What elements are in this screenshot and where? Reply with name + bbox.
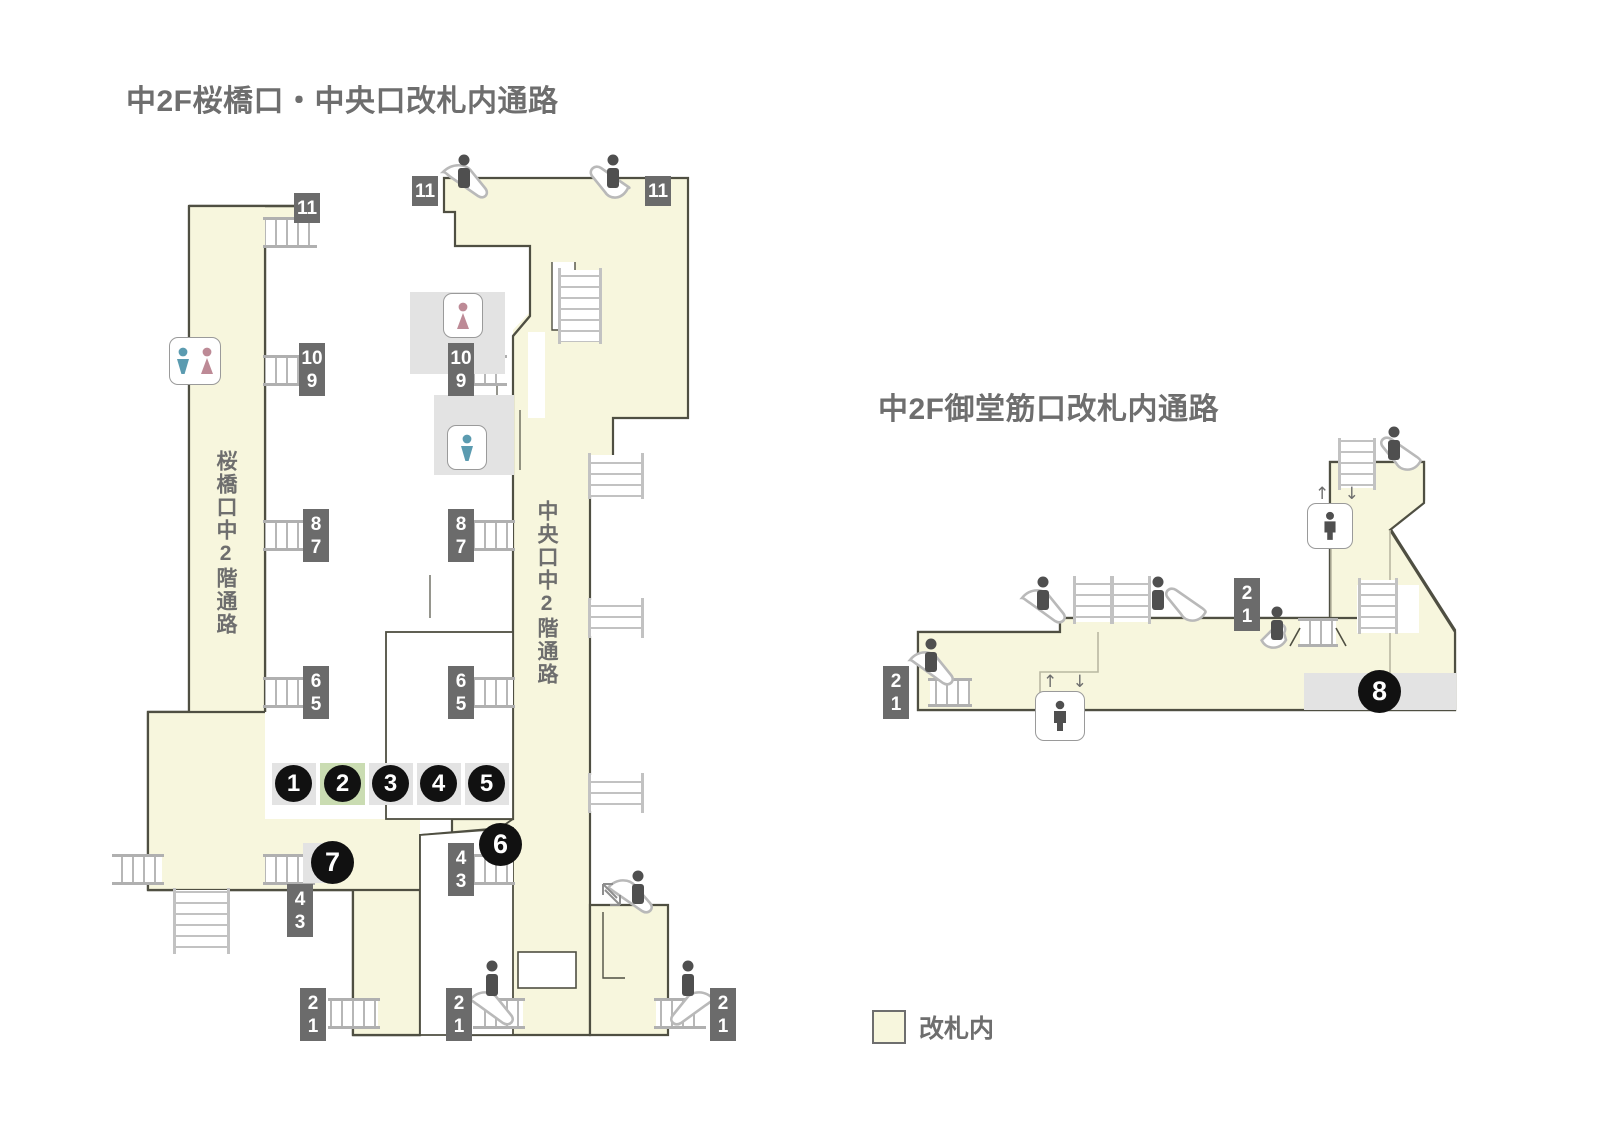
restroom-male-figure-icon [461, 434, 473, 461]
legend-swatch-inside-gates [872, 1010, 906, 1044]
elevator-direction-arrows-lower: ↑ ↓ [1043, 672, 1092, 692]
escalator-icon [439, 154, 489, 199]
platform-badge-7-center[interactable]: 7 [448, 532, 474, 562]
escalator-group-right [907, 426, 1422, 686]
restroom-female-figure-icon [201, 347, 213, 374]
elevator-direction-arrows-upper: ↑ ↓ [1315, 484, 1364, 504]
poi-marker-2[interactable]: 2 [324, 765, 361, 802]
platform-badge-3-center[interactable]: 3 [448, 866, 474, 896]
restroom-male-figure-icon [177, 347, 189, 374]
platform-badge-3-left[interactable]: 3 [287, 907, 313, 937]
poi-marker-8[interactable]: 8 [1358, 670, 1401, 713]
escalator-icon [907, 638, 954, 686]
platform-badge-5-left[interactable]: 5 [303, 689, 329, 719]
platform-badge-1-left[interactable]: 1 [300, 1011, 326, 1041]
platform-badge-9-left[interactable]: 9 [299, 366, 325, 396]
left-section-title: 中2F桜橋口・中央口改札内通路 [126, 85, 559, 118]
escalator-icon [1019, 576, 1066, 624]
platform-badge-11-c-left[interactable]: 11 [412, 176, 438, 206]
escalator-icon [602, 870, 653, 914]
platform-badge-1-center-right[interactable]: 1 [710, 1011, 736, 1041]
elevator-person-icon [1054, 700, 1066, 731]
platform-badge-11-c-right[interactable]: 11 [645, 176, 671, 206]
poi-marker-7[interactable]: 7 [311, 841, 354, 884]
escalator-icon [1380, 426, 1422, 471]
escalator-icon [467, 960, 514, 1026]
corridor-label-sakurabashi: 桜橋口中2階通路 [214, 450, 238, 636]
elevator-person-icon [1324, 511, 1336, 540]
platform-badge-5-center[interactable]: 5 [448, 689, 474, 719]
platform-badge-1-center[interactable]: 1 [446, 1011, 472, 1041]
escalator-icon [1259, 606, 1288, 649]
poi-marker-4[interactable]: 4 [420, 765, 457, 802]
restroom-female-figure-icon [457, 302, 469, 329]
platform-badge-11-left[interactable]: 11 [294, 193, 320, 223]
corridor-label-chuo: 中央口中2階通路 [535, 500, 559, 686]
poi-marker-5[interactable]: 5 [468, 765, 505, 802]
platform-badge-1-right-a[interactable]: 1 [883, 689, 909, 719]
poi-marker-1[interactable]: 1 [275, 765, 312, 802]
escalator-group-left [439, 154, 717, 1026]
poi-marker-6[interactable]: 6 [479, 823, 522, 866]
right-section-title: 中2F御堂筋口改札内通路 [878, 393, 1220, 426]
escalator-icon [670, 960, 717, 1026]
escalator-icon [1152, 576, 1207, 622]
platform-badge-9-center[interactable]: 9 [448, 366, 474, 396]
poi-marker-3[interactable]: 3 [372, 765, 409, 802]
legend: 改札内 [872, 1009, 994, 1045]
elevator-icon-lower[interactable] [1035, 691, 1085, 741]
restroom-multi-icon[interactable] [169, 337, 221, 385]
elevator-icon-upper[interactable] [1307, 503, 1353, 549]
restroom-women-icon[interactable] [443, 293, 483, 338]
escalator-icon [589, 154, 631, 199]
platform-badge-1-right-b[interactable]: 1 [1234, 601, 1260, 631]
stairs-group-right [928, 438, 1398, 707]
platform-badge-7-left[interactable]: 7 [303, 532, 329, 562]
restroom-men-icon[interactable] [447, 425, 487, 470]
legend-label-inside-gates: 改札内 [919, 1015, 995, 1043]
